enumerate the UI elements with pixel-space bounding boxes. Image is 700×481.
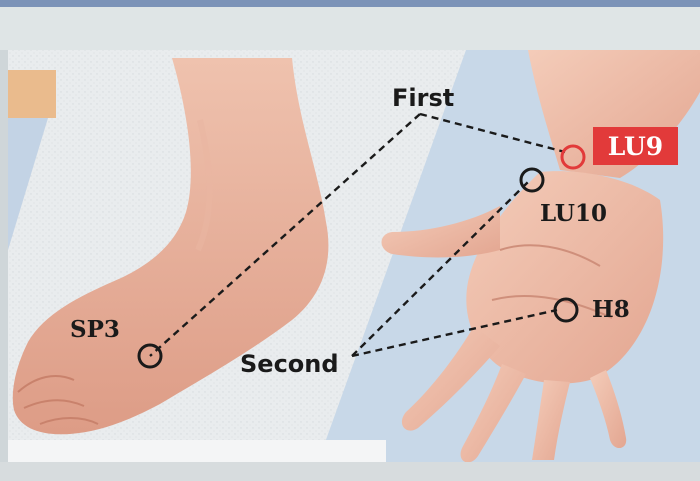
h8-label: H8 — [592, 298, 630, 321]
first-label: First — [392, 86, 454, 110]
lu9-label-badge: LU9 — [593, 127, 678, 165]
lu10-label: LU10 — [540, 202, 607, 225]
bottom-strip — [0, 462, 700, 481]
peach-tab — [8, 70, 56, 118]
sp3-label: SP3 — [70, 318, 120, 341]
second-label: Second — [240, 352, 339, 376]
